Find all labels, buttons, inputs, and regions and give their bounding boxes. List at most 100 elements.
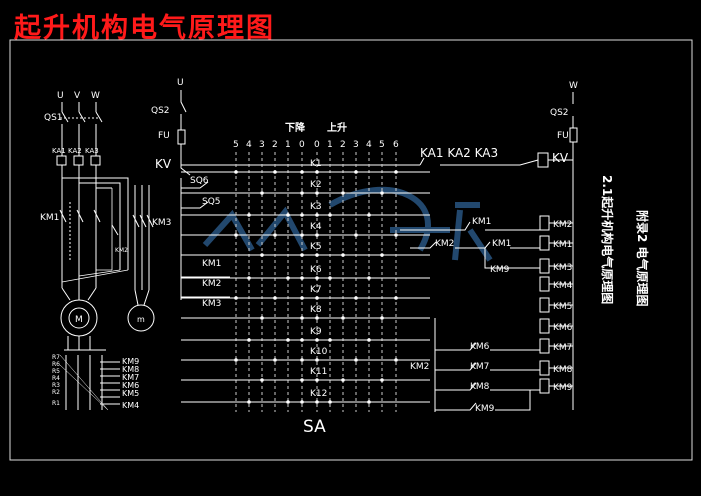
contact-dot <box>315 296 319 300</box>
contact-dot <box>394 233 398 237</box>
contact-dot <box>328 338 332 342</box>
coil-label: KM3 <box>553 263 572 273</box>
kv-left-label: KV <box>155 157 172 171</box>
w-supply-label: W <box>569 81 578 91</box>
position-label: 5 <box>233 140 239 150</box>
r4-label: R4 <box>52 375 60 382</box>
position-label: 3 <box>259 140 265 150</box>
contact-dot <box>380 253 384 257</box>
coil-symbol <box>539 318 550 334</box>
contact-dot <box>260 316 264 320</box>
contact-dot <box>273 358 277 362</box>
contact-dot <box>247 213 251 217</box>
contact-dot <box>247 338 251 342</box>
contact-dot <box>234 296 238 300</box>
coil-symbol <box>539 258 550 274</box>
contact-dot <box>234 358 238 362</box>
qs2-left-label: QS2 <box>151 106 170 116</box>
contact-dot <box>367 338 371 342</box>
position-label: 3 <box>353 140 359 150</box>
ka1-label: KA1 <box>52 147 66 155</box>
fu-left-label: FU <box>158 131 170 141</box>
contact-dot <box>260 378 264 382</box>
k-label: K3 <box>310 202 322 212</box>
contact-dot <box>328 400 332 404</box>
coil-symbol <box>539 297 550 313</box>
k-label: K7 <box>310 285 322 295</box>
position-label: 1 <box>327 140 333 150</box>
k-label: K10 <box>310 347 328 357</box>
contact-dot <box>273 296 277 300</box>
k-label: K11 <box>310 367 327 377</box>
contact-dot <box>300 213 304 217</box>
lower-km2-label: KM2 <box>410 362 429 372</box>
contact-dot <box>367 213 371 217</box>
kv-right-label: KV <box>552 151 569 165</box>
position-label: 0 <box>314 140 320 150</box>
contact-dot <box>367 276 371 280</box>
contact-dot <box>300 170 304 174</box>
position-label: 0 <box>299 140 305 150</box>
km2-main-label: KM2 <box>115 247 128 254</box>
main-circuit: U V W QS1 KA1 KA2 KA3 KM1 KM3 KM2 M m <box>40 91 171 411</box>
contact-dot <box>234 170 238 174</box>
control-circuit: U QS2 FU KV SQ6 SQ5 W QS2 FU KV KA1 KA2 … <box>151 78 578 437</box>
contact-dot <box>315 233 319 237</box>
coil-label: KM2 <box>553 220 572 230</box>
brake-motor-label: m <box>137 315 145 324</box>
res-km8-label: KM8 <box>122 365 139 374</box>
contact-dot <box>286 213 290 217</box>
side-caption: 附录2 电气原理图 2.1起升机构电气原理图 <box>600 175 650 307</box>
k-label: K5 <box>310 242 322 252</box>
ka-contacts-label: KA1 KA2 KA3 <box>420 146 498 160</box>
k-label: K1 <box>310 159 322 169</box>
contact-dot <box>300 338 304 342</box>
k-label: K6 <box>310 265 322 275</box>
contact-dot <box>315 276 319 280</box>
position-label: 4 <box>246 140 252 150</box>
mid-km9-label: KM9 <box>490 265 510 275</box>
contact-dot <box>341 378 345 382</box>
side-line2: 2.1起升机构电气原理图 <box>600 175 615 304</box>
res-km6-label: KM6 <box>122 381 139 390</box>
k-label: K8 <box>310 305 322 315</box>
qs1-label: QS1 <box>44 113 63 123</box>
coil-symbol <box>539 235 550 251</box>
coil-label: KM8 <box>553 365 573 375</box>
res-km5-label: KM5 <box>122 389 139 398</box>
contact-dot <box>300 316 304 320</box>
r6-label: R6 <box>52 361 60 368</box>
interlock-km3-label: KM3 <box>202 299 221 309</box>
contact-dot <box>315 253 319 257</box>
contact-dot <box>341 316 345 320</box>
r2-label: R2 <box>52 389 60 396</box>
sa-label: SA <box>303 417 326 437</box>
position-label: 2 <box>340 140 346 150</box>
km3-main-label: KM3 <box>152 218 171 228</box>
position-label: 5 <box>379 140 385 150</box>
qs2-right-label: QS2 <box>550 108 569 118</box>
interlock-km1-label: KM1 <box>202 259 221 269</box>
coil-label: KM4 <box>553 281 573 291</box>
contact-dot <box>300 296 304 300</box>
contact-dot <box>328 213 332 217</box>
r3-label: R3 <box>52 382 60 389</box>
contact-dot <box>300 233 304 237</box>
contact-dot <box>286 276 290 280</box>
contact-dot <box>260 253 264 257</box>
u-supply-label: U <box>177 78 184 88</box>
contact-dot <box>354 170 358 174</box>
contact-dot <box>354 296 358 300</box>
contact-dot <box>286 400 290 404</box>
position-label: 6 <box>393 140 399 150</box>
coil-label: KM6 <box>553 323 573 333</box>
contact-dot <box>300 191 304 195</box>
contact-dot <box>247 276 251 280</box>
coil-label: KM1 <box>553 240 572 250</box>
contact-dot <box>354 233 358 237</box>
phase-u-label: U <box>57 91 64 101</box>
coil-symbol <box>539 378 550 394</box>
coil-symbol <box>539 338 550 354</box>
contact-dot <box>315 191 319 195</box>
